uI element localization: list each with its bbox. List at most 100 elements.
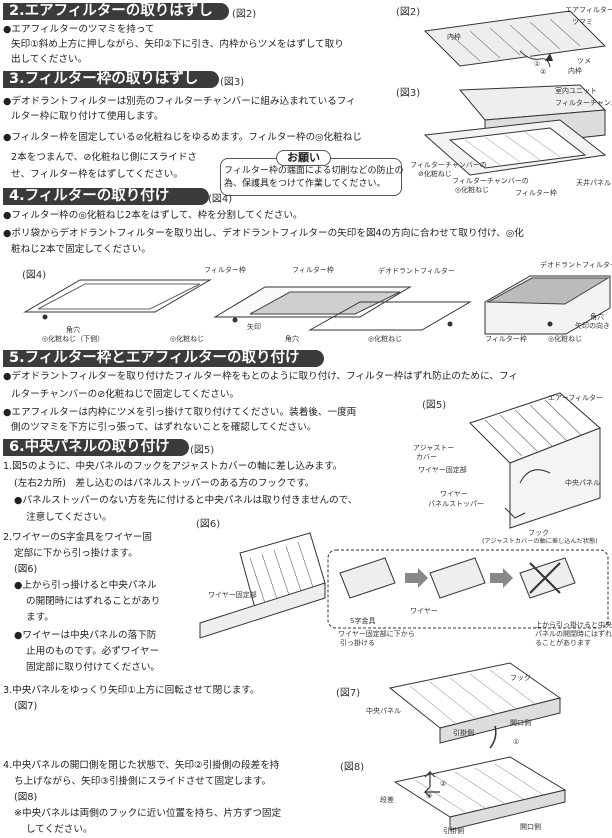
step-2-line-c: (図6) [14,564,38,575]
fig6-illustration [199,532,609,639]
step-1-line-d: 注意してください。 [26,512,112,523]
fig4-yajirushi-muki-label: 矢印の向き [575,322,610,330]
step-2-line-f: ます。 [26,612,54,623]
fig3-tenjou-label: 天井パネル [576,179,611,187]
section-2-line-1: ●エアフィルターのツマミを持って [3,24,155,35]
section-3-line-4: 2本をつまんで、⊘化粧ねじ側にスライドさ [11,152,197,163]
section-4-fig-ref: (図4) [208,194,233,205]
section-3-line-5: せ、フィルター枠をはずしてください。 [11,169,183,180]
fig4-keshou3-label: ◎化粧ねじ [548,335,583,343]
fig4-kakuana2-label: 角穴 [285,335,299,343]
fig6-wire-label: ワイヤー [410,607,438,615]
fig4-keshou2-label: ◎化粧ねじ [368,335,403,343]
fig2-label: (図2) [396,7,421,18]
step-3-line-b: (図7) [14,701,38,712]
fig4-keshou-label: ◎化粧ねじ [170,335,205,343]
section-2-line-3: 出してください。 [11,54,88,65]
fig5-chuuou-label: 中央パネル [565,479,600,487]
fig3-keshou-b-label: ◎化粧ねじ [455,186,490,194]
fig3-shitsunai-label: 室内ユニット [555,87,597,95]
section-5-title-bar: 5.フィルター枠とエアフィルターの取り付け [3,350,324,367]
fig2-uchiwaku-label: 内枠 [447,33,461,41]
section-4-line-1: ●フィルター枠の◎化粧ねじ2本をはずして、枠を分割してください。 [3,210,303,221]
notice-line-2: 為、保護具をつけて作業してください。 [224,179,386,189]
fig4-waku2-label: フィルター枠 [292,266,334,274]
section-3-title-bar: 3.フィルター枠の取りはずし [3,71,219,88]
fig6-warn2-label: パネルの開閉時にはずれ [535,630,612,638]
fig2-tsume-label: ツメ [577,57,591,65]
section-4-title-bar: 4.フィルターの取り付け [3,188,209,205]
notice-line-1: フィルター枠の端面による切削などの防止の [224,166,404,176]
section-2-title-bar: 2.エアフィルターの取りはずし [3,3,229,20]
fig8-kaihei-label: 開口側 [520,823,541,831]
fig4-keshou-shita-label: ◎化粧ねじ（下側） [42,335,105,343]
section-2-title: 2.エアフィルターの取りはずし [9,3,213,19]
fig4-illustration [23,275,611,335]
fig3-keshou-a-label: ⊘化粧ねじ [418,170,452,178]
fig8-arrow-2-label: ② [440,780,447,788]
fig6-warn3-label: ることがあります [535,639,591,647]
fig5-wire-label: ワイヤー [440,490,468,498]
fig6-note2-label: 引っ掛ける [340,639,375,647]
step-4-line-a: 4.中央パネルの開口側を閉じた状態で、矢印②引掛側の段差を持 [3,760,280,771]
fig8-hikikake-label: 引掛側 [443,827,464,835]
section-4-line-2: ●ポリ袋からデオドラントフィルターを取り出し、デオドラントフィルターの矢印を図4… [3,228,524,239]
fig5-cover-label: カバー [416,453,437,461]
section-4-line-3: 粧ねじ2本で固定してください。 [11,244,151,255]
fig3-label: (図3) [396,88,421,99]
fig8-label: (図8) [340,762,365,773]
step-2-line-e: の開閉時にはずれることがあり [26,596,161,607]
fig6-label: (図6) [196,519,221,530]
fig4-deo2-label: デオドラントフィルター [540,261,612,269]
section-5-line-2: ルターチャンバーの⊘化粧ねじで固定してください。 [11,389,240,400]
step-2-line-a: 2.ワイヤーのS字金具をワイヤー固 [3,532,152,543]
section-3-fig-ref: (図3) [220,77,245,88]
section-2-fig-ref: (図2) [232,9,257,20]
fig2-air-filter-label: エアフィルター [565,6,612,14]
section-3-line-1: ●デオドラントフィルターは別売のフィルターチャンバーに組み込まれているフィ [3,96,356,107]
step-4-line-b: ち上げながら、矢印③引掛側にスライドさせて固定します。 [14,776,272,787]
fig6-s-kanagu-label: S字金具 [350,617,376,625]
fig2-illustration [423,10,607,68]
fig7-hook-label: フック [510,674,531,682]
section-6-fig-ref: (図5) [190,445,215,456]
fig8-illustration [393,756,567,831]
fig7-label: (図7) [336,688,361,699]
fig5-illustration [469,392,601,529]
step-2-line-h: 止用のものです。必ずワイヤー [26,646,160,657]
fig4-waku1-label: フィルター枠 [204,266,246,274]
section-6-title-bar: 6.中央パネルの取り付け [3,439,189,456]
fig4-kakuana3-label: 角穴 [590,313,604,321]
step-2-line-g: ●ワイヤーは中央パネルの落下防 [14,630,157,641]
step-4-line-e: してください。 [26,824,93,835]
section-2-line-2: 矢印①斜め上方に押しながら、矢印②下に引き、内枠からツメをはずして取り [11,39,344,50]
section-3-line-3: ●フィルター枠を固定している⊘化粧ねじをゆるめます。フィルター枠の◎化粧ねじ [3,132,362,143]
fig4-yajirushi-label: 矢印 [247,323,261,331]
section-5-line-4: 側のツマミを下方に引っ張って、はずれないことを確認してください。 [11,422,317,433]
fig5-hook-label: フック [528,529,549,537]
fig7-chuuou-label: 中央パネル [366,707,401,715]
fig8-arrow-3-label: ③ [426,792,433,800]
fig7-hikikake-label: 引掛側 [453,729,474,737]
fig2-uchiwaku2-label: 内枠 [568,67,582,75]
fig6-note1-label: ワイヤー固定部に下から [338,630,415,638]
step-1-line-a: 1.図5のように、中央パネルのフックをアジャストカバーの軸に差し込みます。 [3,461,343,472]
fig4-label: (図4) [22,270,47,281]
section-6-title: 6.中央パネルの取り付け [9,439,170,455]
fig6-wire-kotei-label: ワイヤー固定部 [208,591,257,599]
step-2-line-d: ●上から引っ掛けると中央パネル [14,580,157,591]
fig5-label: (図5) [422,400,447,411]
fig3-waku-label: フィルター枠 [515,189,557,197]
fig4-waku3-label: フィルター枠 [485,335,527,343]
fig2-arrow-2-label: ② [540,68,547,76]
step-2-line-b: 定部に下から引っ掛けます。 [14,548,138,559]
fig6-warn1-label: 上から引っ掛けると中央 [535,621,612,629]
section-3-line-2: ルター枠に取り付けて使用します。 [11,111,164,122]
section-5-title: 5.フィルター枠とエアフィルターの取り付け [9,350,300,366]
section-5-line-1: ●デオドラントフィルターを取り付けたフィルター枠をもとのように取り付け、フィルタ… [3,371,519,382]
fig7-illustration [388,662,562,749]
fig8-dansa-label: 段差 [380,796,394,804]
fig3-chamber-label: フィルターチャンバー [555,99,612,107]
fig2-tsumami-label: ツマミ [572,18,593,26]
fig3-chamber3-label: フィルターチャンバーの [452,177,529,185]
